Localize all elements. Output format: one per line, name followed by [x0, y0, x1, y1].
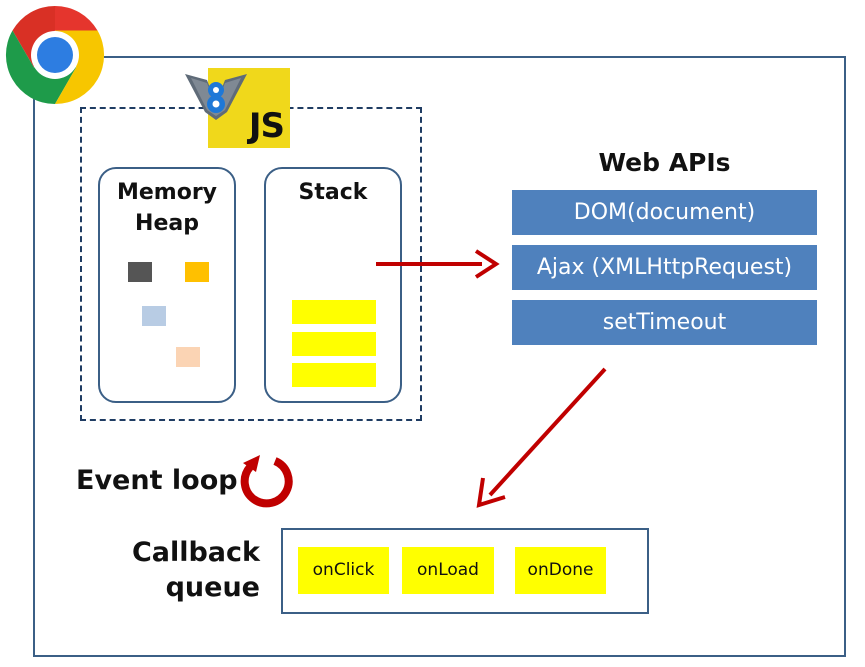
callback-item-ondone: onDone [515, 547, 606, 594]
stack-frame-top [292, 300, 376, 324]
js-badge: JS [208, 68, 290, 148]
web-apis-title: Web APIs [598, 148, 731, 177]
stack-label: Stack [298, 180, 368, 205]
callback-queue-label: Callback queue [131, 537, 260, 603]
heap-object-peach [176, 347, 200, 367]
web-api-ajax: Ajax (XMLHttpRequest) [512, 245, 817, 290]
callback-item-onclick: onClick [298, 547, 389, 594]
web-api-dom: DOM(document) [512, 190, 817, 235]
event-loop-label: Event loop [76, 465, 238, 496]
js-badge-label: JS [248, 106, 285, 146]
v8-icon [185, 74, 247, 120]
heap-object-orange [185, 262, 209, 282]
web-api-settimeout: setTimeout [512, 300, 817, 345]
memory-heap-label: Memory Heap [116, 180, 218, 236]
memory-heap-panel: Memory Heap [98, 167, 236, 403]
stack-frame-bottom [292, 363, 376, 387]
heap-object-blue [142, 306, 166, 326]
heap-object-dark [128, 262, 152, 282]
stack-frame-middle [292, 332, 376, 356]
refresh-loop-icon [240, 455, 293, 508]
callback-item-onload: onLoad [402, 547, 494, 594]
chrome-icon [5, 5, 105, 105]
